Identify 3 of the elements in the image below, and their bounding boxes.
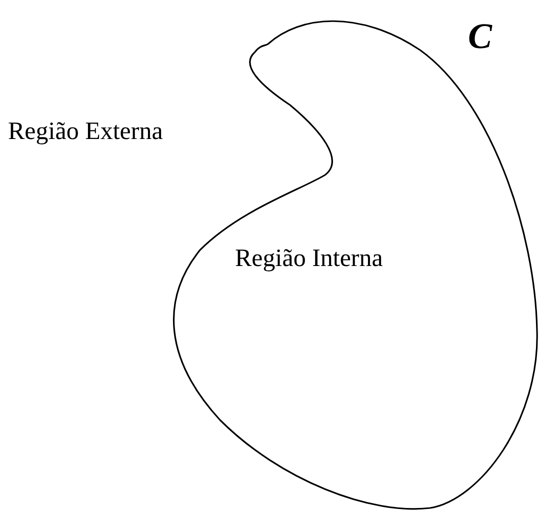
curve-label: C xyxy=(468,15,492,57)
region-label: Região Externa xyxy=(8,118,163,146)
region-label: Região Interna xyxy=(235,245,383,273)
